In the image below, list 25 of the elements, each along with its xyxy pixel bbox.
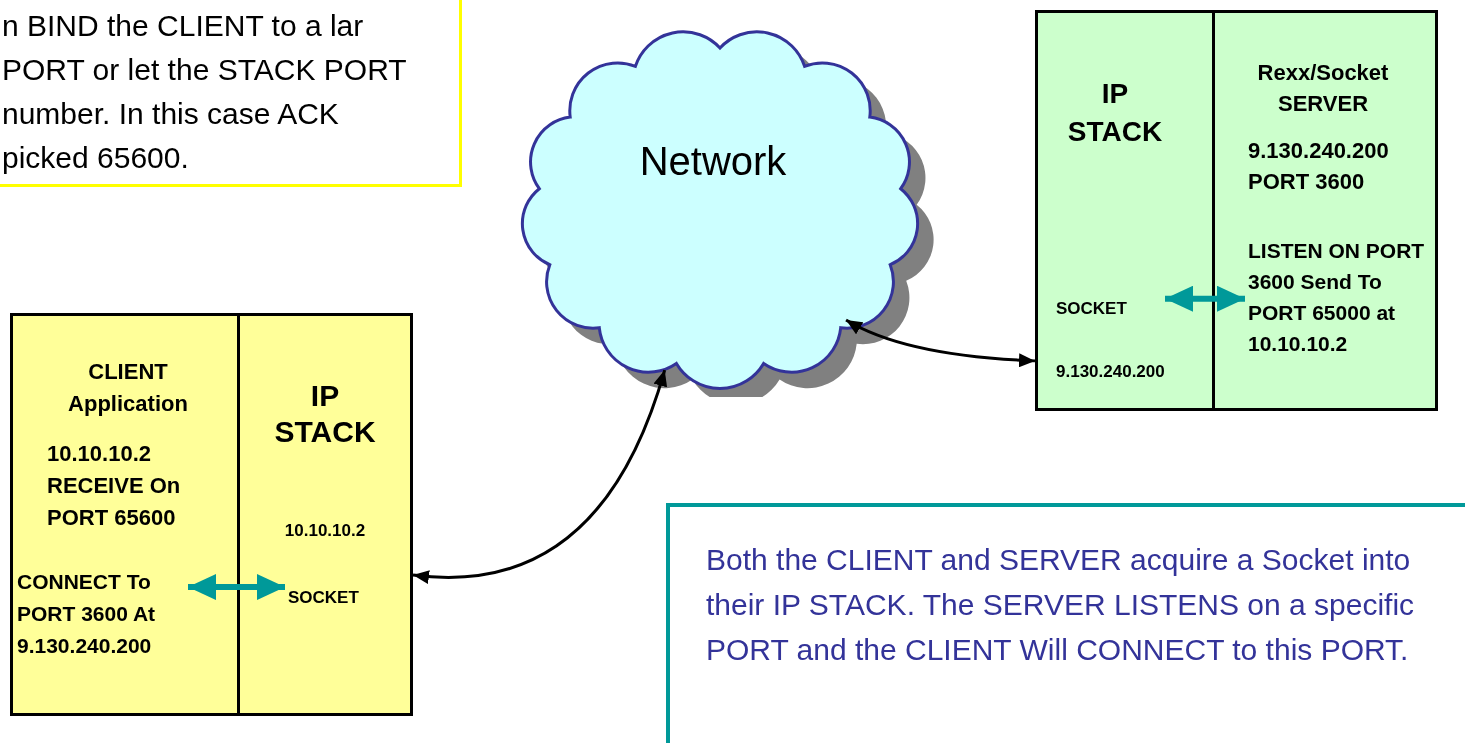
column-heading: IP STACK [273,378,377,450]
address-text: 9.130.240.200 PORT 3600 [1248,137,1390,196]
note-text: n BIND the CLIENT to a lar PORT or let the STACK PORT number. In this case ACK picked 65600. [2,8,408,176]
socket-label: SOCKET [288,588,360,608]
server-column [1212,10,1438,411]
note-box [0,0,462,187]
socket-label: SOCKET [1056,299,1128,319]
stack-column [1035,10,1215,411]
arrow [845,318,1036,368]
action-text: LISTEN ON PORT 3600 Send To PORT 65000 at 10.10.10.2 [1248,238,1426,357]
arrow [1165,285,1245,312]
arrow [412,369,667,584]
action-text: CONNECT To PORT 3600 At 9.130.240.200 [17,569,157,659]
column-heading: CLIENT Application [67,358,189,418]
column-heading: IP STACK [1066,77,1164,149]
action-text: 10.10.10.2 RECEIVE On PORT 65600 [47,440,182,532]
arrow [188,574,285,601]
note-text: Both the CLIENT and SERVER acquire a Socket into their IP STACK. The SERVER LISTENS on a specific PORT and the CLIENT Will CONNECT to this PORT. [706,542,1416,668]
address-text: 10.10.10.2 [283,521,367,541]
client-column [10,313,240,716]
note-box [666,503,1465,743]
column-heading: Rexx/Socket SERVER [1256,59,1390,118]
address-text: 9.130.240.200 [1056,362,1166,382]
cloud-label: Network [638,138,788,184]
stack-column [237,313,413,716]
